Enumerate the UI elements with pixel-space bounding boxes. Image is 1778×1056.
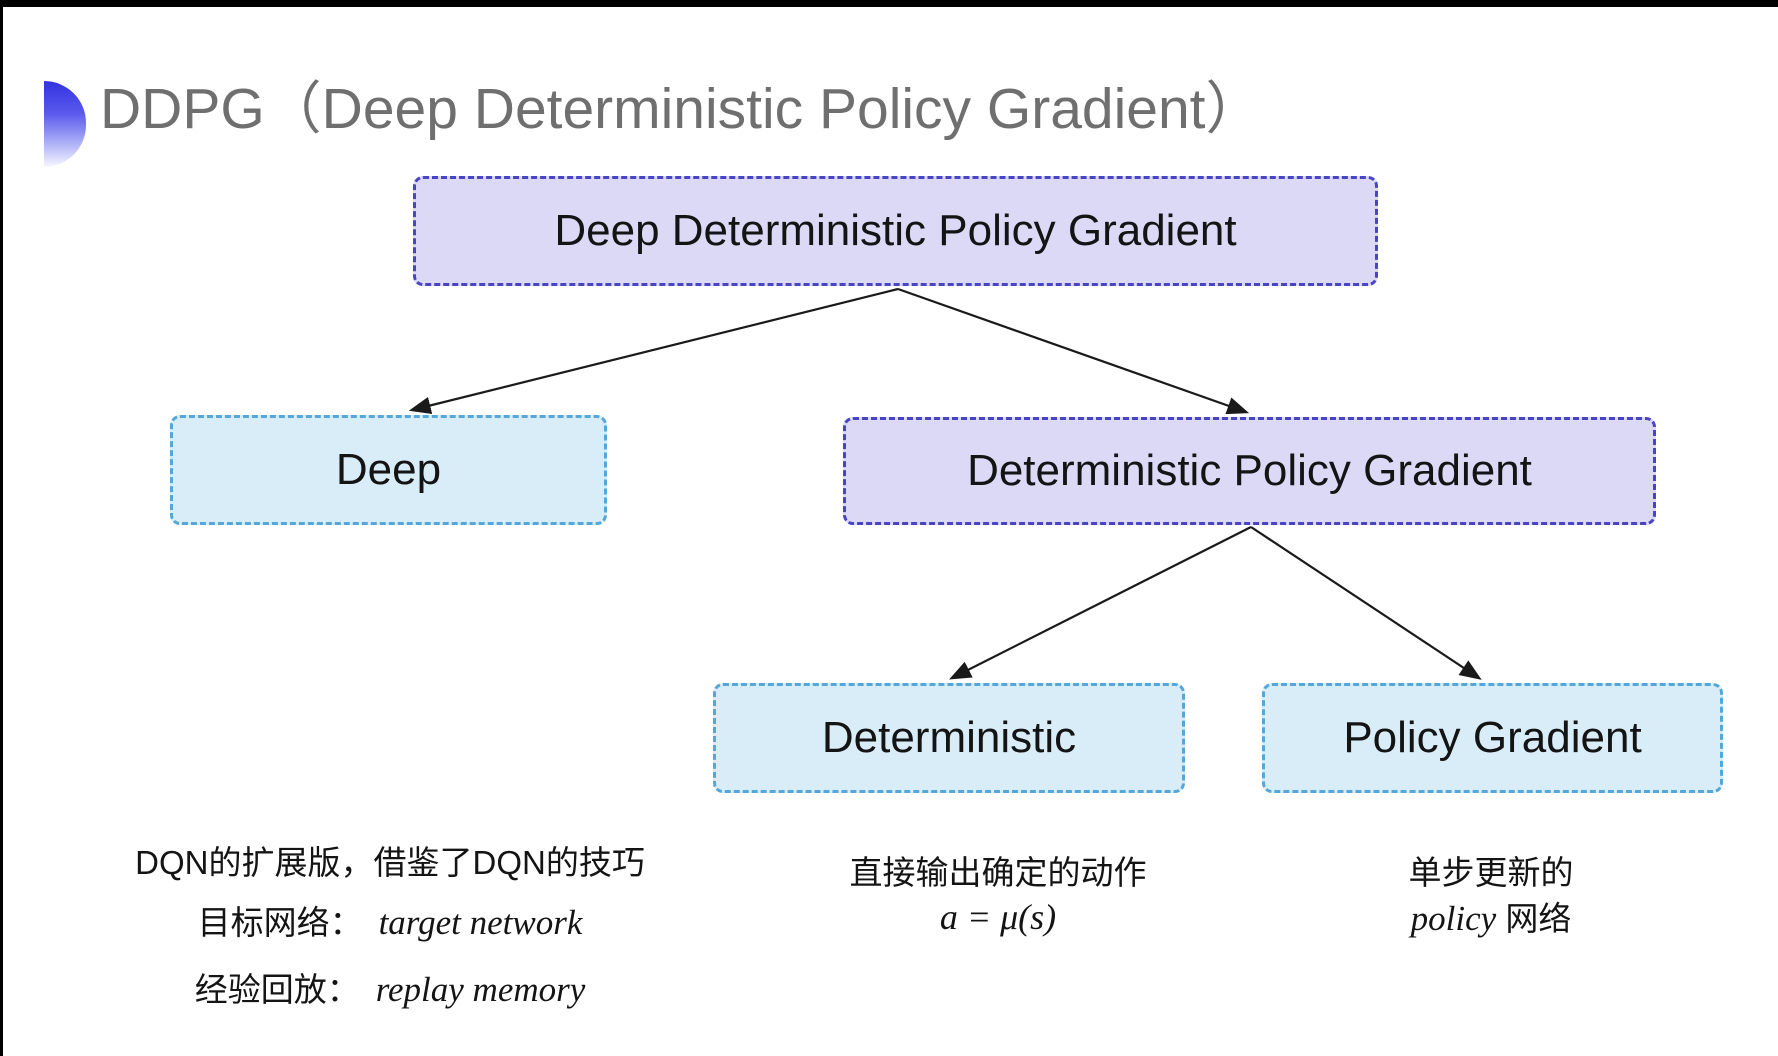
node-label: Deep	[335, 445, 442, 494]
node-label: Deterministic	[821, 713, 1077, 762]
deep-annotation-line1: DQN的扩展版，借鉴了DQN的技巧	[135, 844, 645, 881]
node-label: Deep Deterministic Policy Gradient	[554, 206, 1237, 255]
node-label: Deterministic Policy Gradient	[967, 446, 1532, 495]
node-deep: Deep	[170, 415, 607, 525]
node-deterministic-policy-gradient: Deterministic Policy Gradient	[843, 417, 1656, 525]
left-border-bar	[0, 0, 3, 1056]
target-network-label: 目标网络：	[197, 904, 363, 941]
deterministic-annotation-line1: 直接输出确定的动作	[849, 854, 1147, 891]
arrow-dpg-to-policy-gradient	[1250, 526, 1482, 680]
arrow-dpg-to-deterministic	[949, 526, 1252, 680]
deterministic-annotation: 直接输出确定的动作 a = μ(s)	[798, 850, 1198, 938]
policy-term: policy	[1410, 899, 1497, 938]
arrow-root-to-dpg	[897, 287, 1250, 415]
policy-gradient-annotation-line2: policy 网络	[1336, 896, 1646, 949]
policy-gradient-annotation: 单步更新的 policy 网络	[1336, 850, 1646, 949]
node-policy-gradient: Policy Gradient	[1262, 683, 1723, 793]
title-bullet-icon	[44, 81, 86, 167]
deterministic-formula: a = μ(s)	[939, 897, 1057, 937]
target-network-term: target network	[378, 903, 583, 942]
policy-gradient-annotation-line1: 单步更新的	[1408, 854, 1574, 891]
node-deterministic: Deterministic	[713, 683, 1185, 793]
replay-memory-term: replay memory	[375, 970, 586, 1009]
page-title: DDPG（Deep Deterministic Policy Gradient）	[100, 77, 1263, 141]
deep-annotation: DQN的扩展版，借鉴了DQN的技巧 目标网络： target network 经验…	[115, 838, 665, 1022]
deep-annotation-line2: 目标网络： target network	[115, 898, 665, 955]
policy-network-rest: 网络	[1496, 900, 1572, 937]
top-border-bar	[0, 0, 1778, 7]
deep-annotation-line3: 经验回放： replay memory	[115, 965, 665, 1022]
node-label: Policy Gradient	[1343, 713, 1642, 762]
replay-memory-label: 经验回放：	[194, 971, 360, 1008]
arrow-root-to-deep	[408, 287, 899, 415]
node-deep-deterministic-policy-gradient: Deep Deterministic Policy Gradient	[413, 176, 1378, 286]
